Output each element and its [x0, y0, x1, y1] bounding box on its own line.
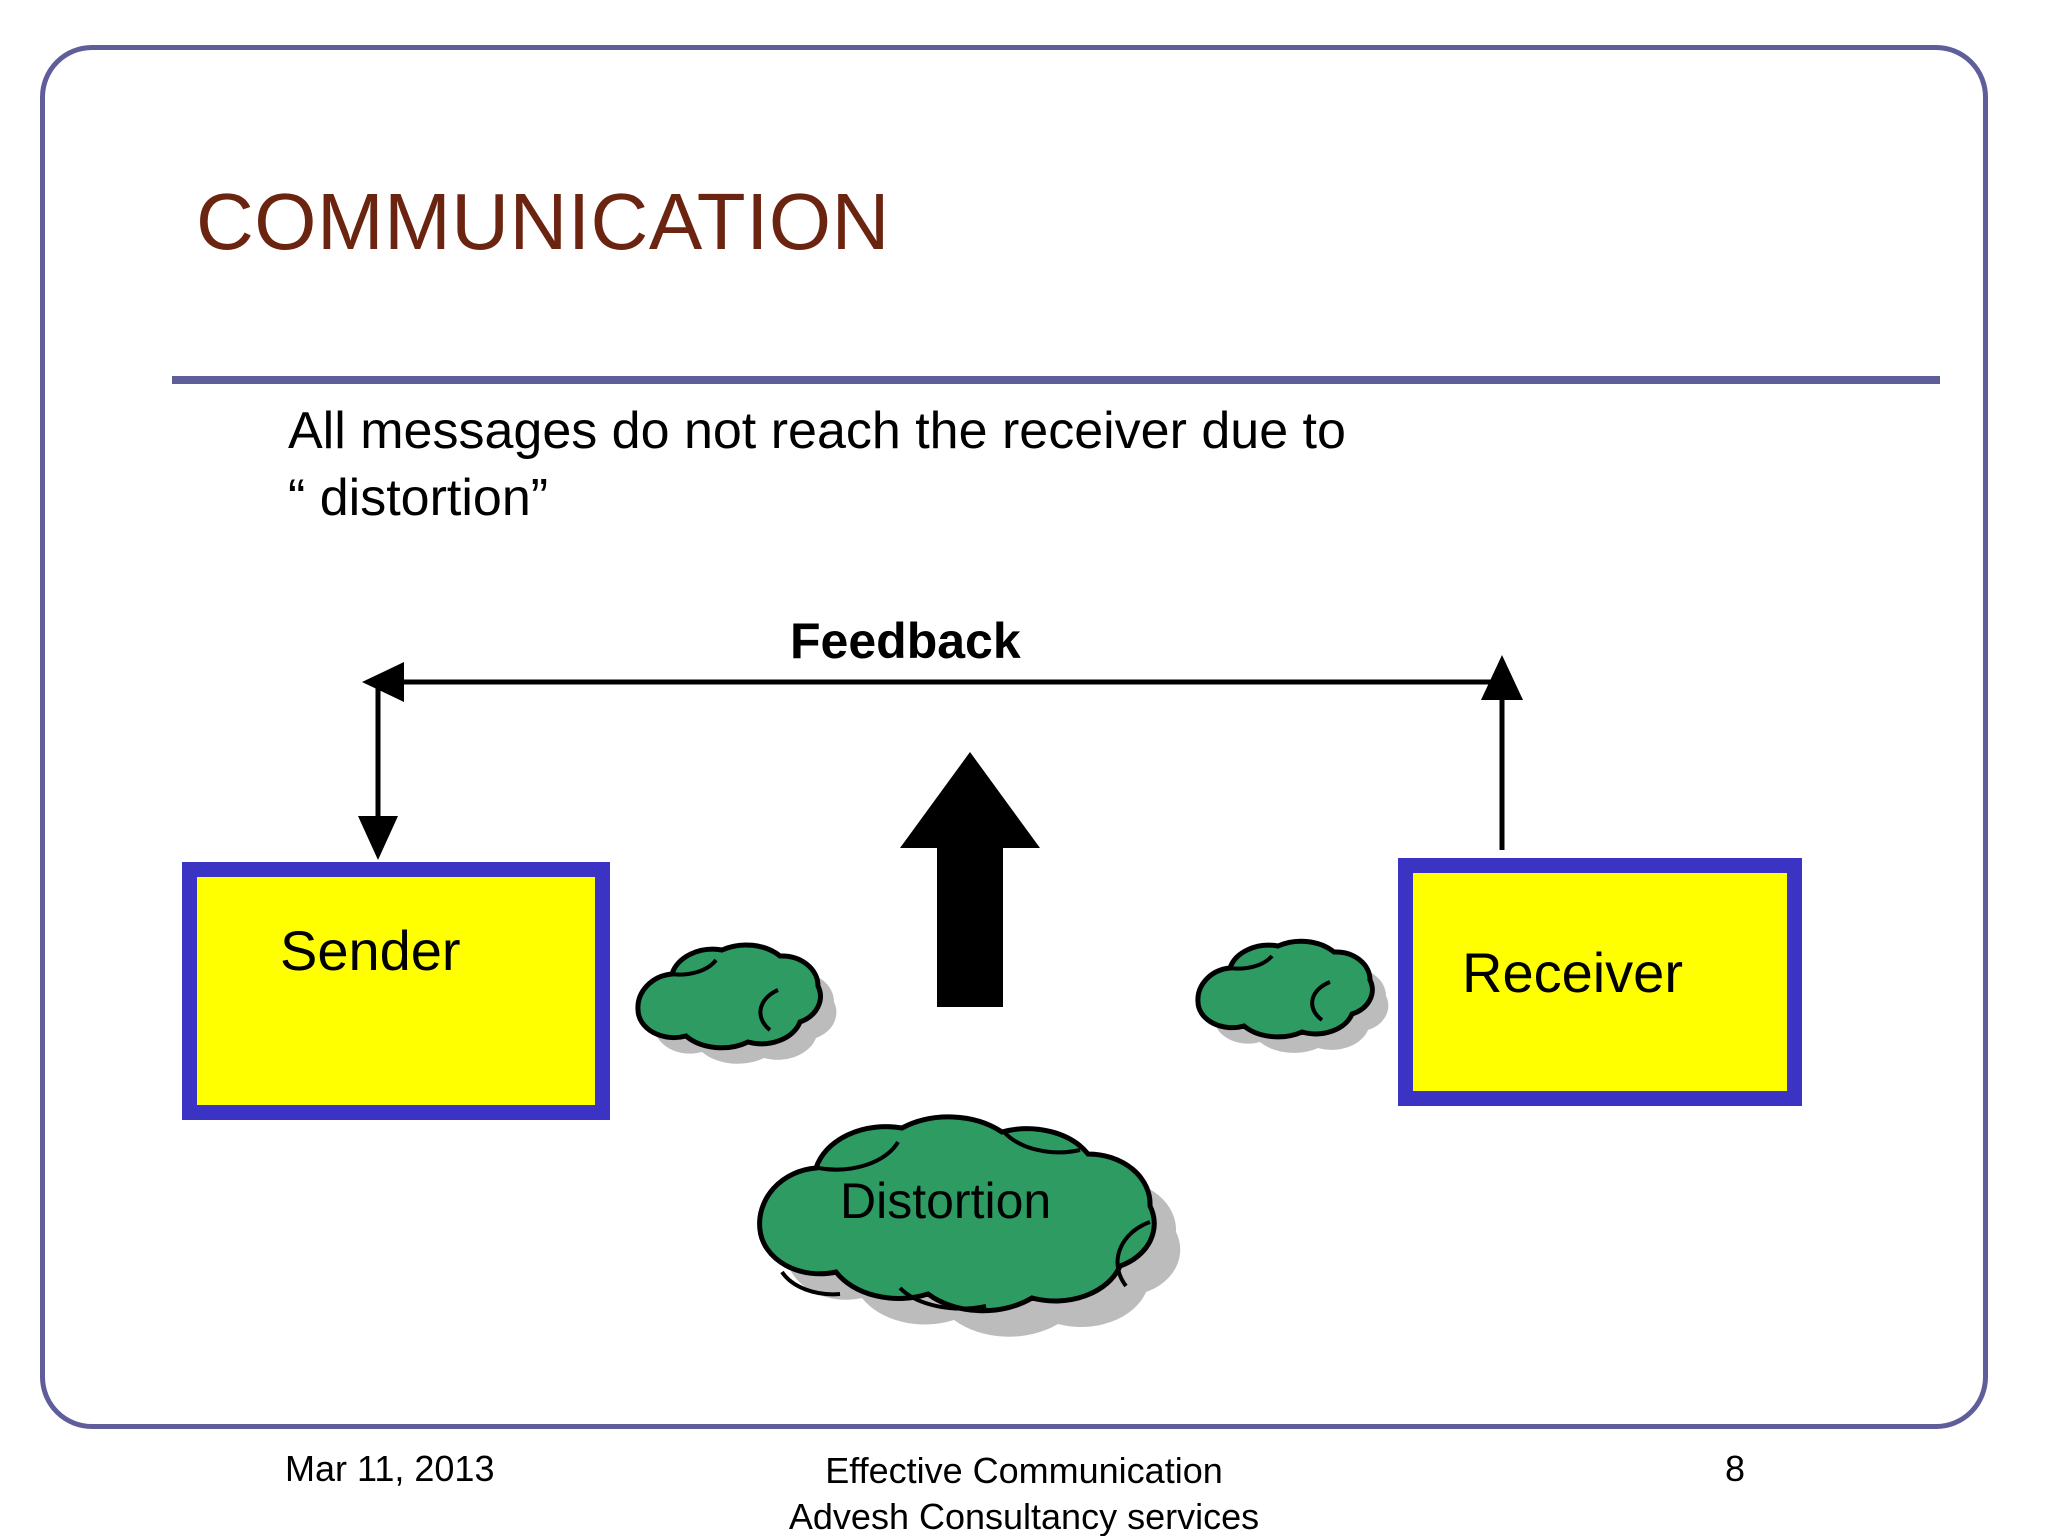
body-text: All messages do not reach the receiver d…: [288, 398, 1738, 531]
feedback-arrow-up-head-icon: [1481, 655, 1523, 700]
footer-center-line-1: Effective Communication: [825, 1450, 1223, 1491]
footer-center-line-2: Advesh Consultancy services: [788, 1496, 1260, 1536]
footer-date: Mar 11, 2013: [285, 1448, 495, 1489]
sender-node-label: Sender: [280, 919, 461, 982]
distortion-cloud-label: Distortion: [840, 1173, 1052, 1229]
feedback-arrow-down-head-icon: [358, 816, 398, 860]
small-cloud-left: [635, 942, 837, 1064]
feedback-arrow: [358, 655, 1523, 860]
message-up-arrow-icon: [900, 752, 1040, 1007]
title-divider-rule: [172, 376, 1940, 384]
body-text-line-2: “ distortion”: [288, 468, 549, 527]
distortion-cloud: [757, 1114, 1181, 1337]
small-cloud-right: [1195, 938, 1389, 1053]
body-text-line-1: All messages do not reach the receiver d…: [288, 402, 1346, 460]
receiver-node-box[interactable]: [1398, 858, 1802, 1106]
page-title: COMMUNICATION: [196, 177, 890, 266]
footer-center-text: Effective Communication Advesh Consultan…: [0, 1448, 2048, 1536]
footer-page-number: 8: [1724, 1448, 1746, 1489]
receiver-node-label: Receiver: [1462, 941, 1683, 1004]
feedback-label: Feedback: [790, 613, 1021, 669]
feedback-arrow-left-head-icon: [362, 662, 404, 702]
sender-node-box[interactable]: [182, 862, 610, 1120]
